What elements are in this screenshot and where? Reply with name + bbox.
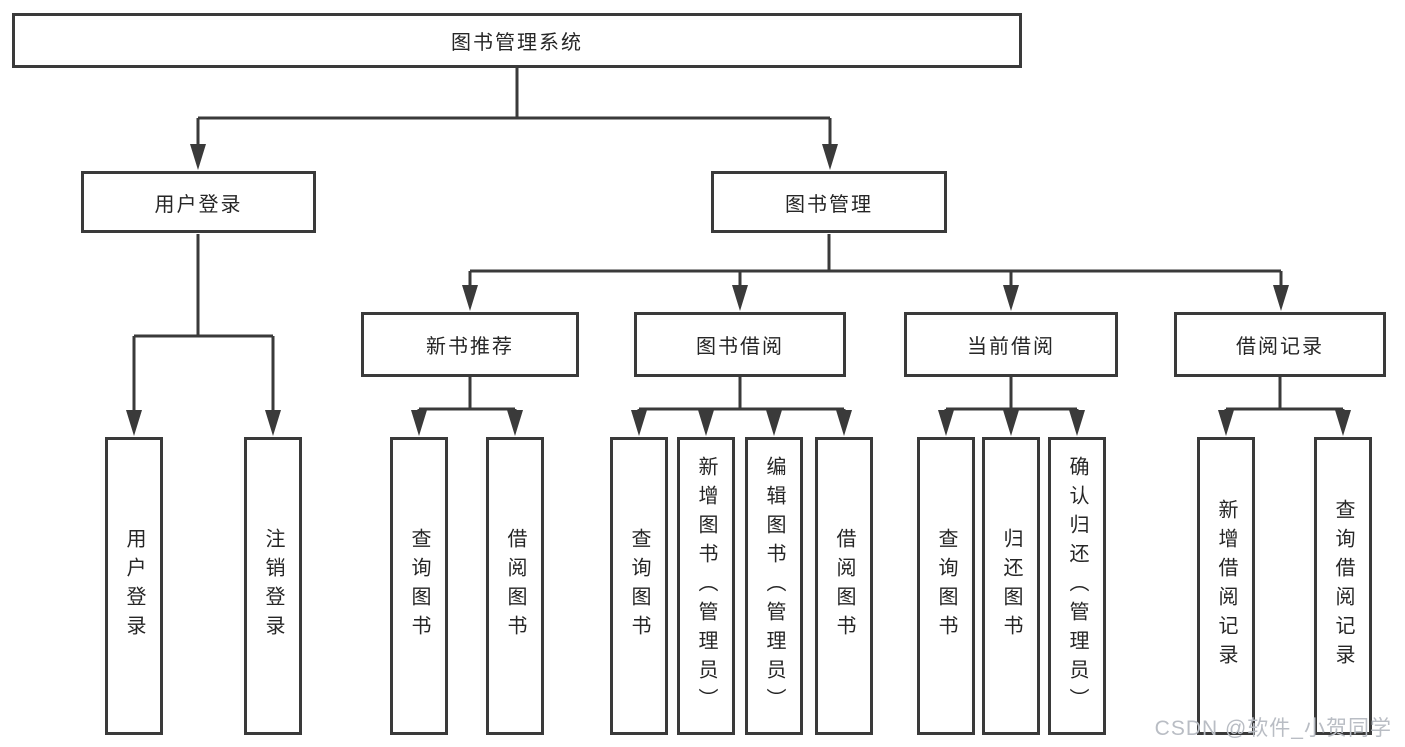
node-current-borrowing: 当前借阅 xyxy=(904,312,1118,377)
leaf-borrow-books-recommend: 借阅图书 xyxy=(486,437,544,735)
leaf-borrow-books: 借阅图书 xyxy=(815,437,873,735)
node-label: 当前借阅 xyxy=(967,336,1055,358)
leaf-add-borrow-record: 新增借阅记录 xyxy=(1197,437,1255,735)
node-label: 新增借阅记录 xyxy=(1215,499,1237,673)
leaf-query-books-borrowing: 查询图书 xyxy=(610,437,668,735)
node-label: 归还图书 xyxy=(1000,528,1022,644)
leaf-query-books-current: 查询图书 xyxy=(917,437,975,735)
node-label: 编辑图书（管理员） xyxy=(763,455,785,717)
node-root-system: 图书管理系统 xyxy=(12,13,1022,68)
node-label: 查询图书 xyxy=(408,528,430,644)
arrowheads xyxy=(126,144,1351,436)
node-label: 图书管理系统 xyxy=(451,32,583,54)
node-user-login: 用户登录 xyxy=(81,171,316,233)
leaf-edit-books-admin: 编辑图书（管理员） xyxy=(745,437,803,735)
node-label: 用户登录 xyxy=(154,193,243,216)
node-book-management: 图书管理 xyxy=(711,171,947,233)
node-label: 图书管理 xyxy=(785,193,873,216)
node-label: 新书推荐 xyxy=(426,336,514,358)
node-label: 借阅记录 xyxy=(1236,336,1324,358)
node-book-borrowing: 图书借阅 xyxy=(634,312,846,377)
leaf-add-books-admin: 新增图书（管理员） xyxy=(677,437,735,735)
node-label: 注销登录 xyxy=(262,528,284,644)
csdn-watermark: CSDN @软件_小贺同学 xyxy=(1154,717,1392,740)
node-label: 确认归还（管理员） xyxy=(1066,455,1088,717)
leaf-logout: 注销登录 xyxy=(244,437,302,735)
leaf-user-login: 用户登录 xyxy=(105,437,163,735)
leaf-query-books-recommend: 查询图书 xyxy=(390,437,448,735)
node-new-book-recommend: 新书推荐 xyxy=(361,312,579,377)
node-borrowing-records: 借阅记录 xyxy=(1174,312,1386,377)
node-label: 图书借阅 xyxy=(696,336,784,358)
node-label: 查询借阅记录 xyxy=(1332,499,1354,673)
leaf-query-borrow-record: 查询借阅记录 xyxy=(1314,437,1372,735)
leaf-return-books: 归还图书 xyxy=(982,437,1040,735)
node-label: 借阅图书 xyxy=(833,528,855,644)
node-label: 查询图书 xyxy=(628,528,650,644)
node-label: 借阅图书 xyxy=(504,528,526,644)
leaf-confirm-return-admin: 确认归还（管理员） xyxy=(1048,437,1106,735)
node-label: 新增图书（管理员） xyxy=(695,455,717,717)
node-label: 查询图书 xyxy=(935,528,957,644)
node-label: 用户登录 xyxy=(123,528,145,644)
